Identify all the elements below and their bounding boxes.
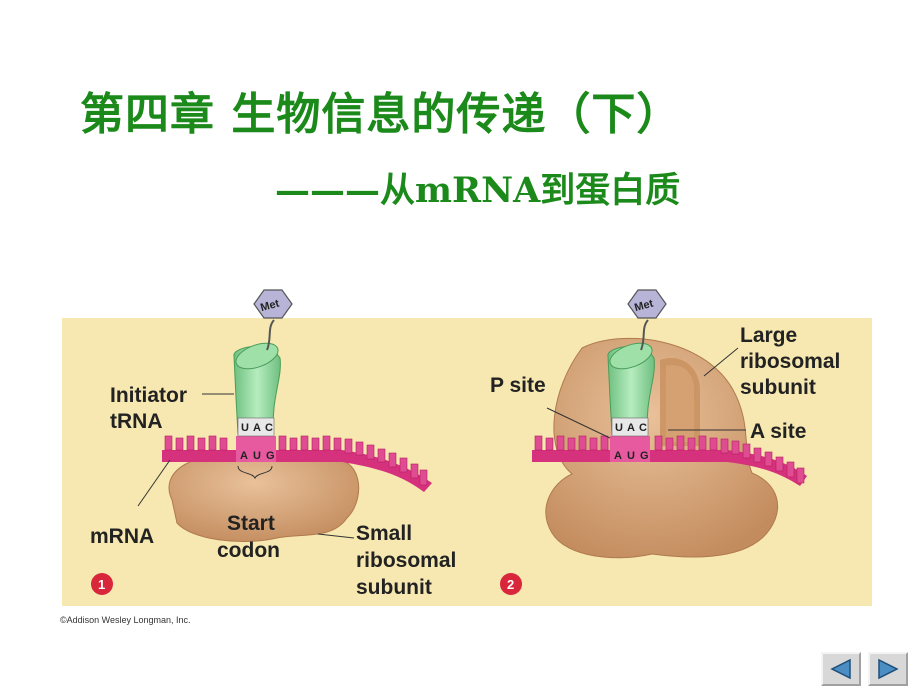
ribosomal-label: ribosomal [740,350,840,373]
triangle-left-icon [830,658,851,680]
panel-1: A U G U A C Met Initiator tRNA mRNA Star… [90,289,456,599]
slide-title: 第四章 生物信息的传递（下） [80,89,682,140]
codon-base: U [627,450,635,462]
large-label: Large [740,324,797,347]
triangle-right-icon [878,658,899,680]
codon-base: U [253,450,261,462]
met-label: Met [633,298,655,315]
p-site-label: P site [490,374,546,397]
mrna-strand-2 [532,450,807,486]
step-badge-1 [91,573,113,595]
anticodon-base: U [241,422,249,434]
mrna-strand-1 [162,450,432,492]
anticodon-base: C [265,422,273,434]
codon-base: G [640,450,649,462]
anticodon-base: A [253,422,261,434]
step-badge-2 [500,573,522,595]
step-number-2: 2 [507,577,514,592]
ribosomal-label: ribosomal [356,549,456,572]
previous-slide-button[interactable] [821,652,861,686]
subunit-label: subunit [356,576,432,599]
translation-figure: A U G U A C Met Initiator tRNA mRNA Star… [62,289,872,606]
codon-base: A [240,450,248,462]
panel-2: A U G U A C Met P site Large ribosomal s… [490,289,840,595]
codon-base: A [614,450,622,462]
mrna-label: mRNA [90,525,154,548]
start-label: Start [227,512,275,535]
slide-subtitle: ———从mRNA到蛋白质 [275,170,681,211]
anticodon-base: A [627,422,635,434]
next-slide-button[interactable] [868,652,908,686]
figure-copyright: ©Addison Wesley Longman, Inc. [60,615,191,625]
subunit-label: subunit [740,376,816,399]
met-hexagon [627,289,667,319]
codon-label: codon [217,539,280,562]
a-site-label: A site [750,420,806,443]
trna-label: tRNA [110,410,163,433]
met-label: Met [259,298,281,315]
small-label: Small [356,522,412,545]
translation-diagram: A U G U A C Met Initiator tRNA mRNA Star… [90,289,840,599]
codon-base: G [266,450,275,462]
anticodon-base: C [639,422,647,434]
met-hexagon [253,289,293,319]
step-number-1: 1 [98,577,105,592]
initiator-label: Initiator [110,384,187,407]
anticodon-base: U [615,422,623,434]
